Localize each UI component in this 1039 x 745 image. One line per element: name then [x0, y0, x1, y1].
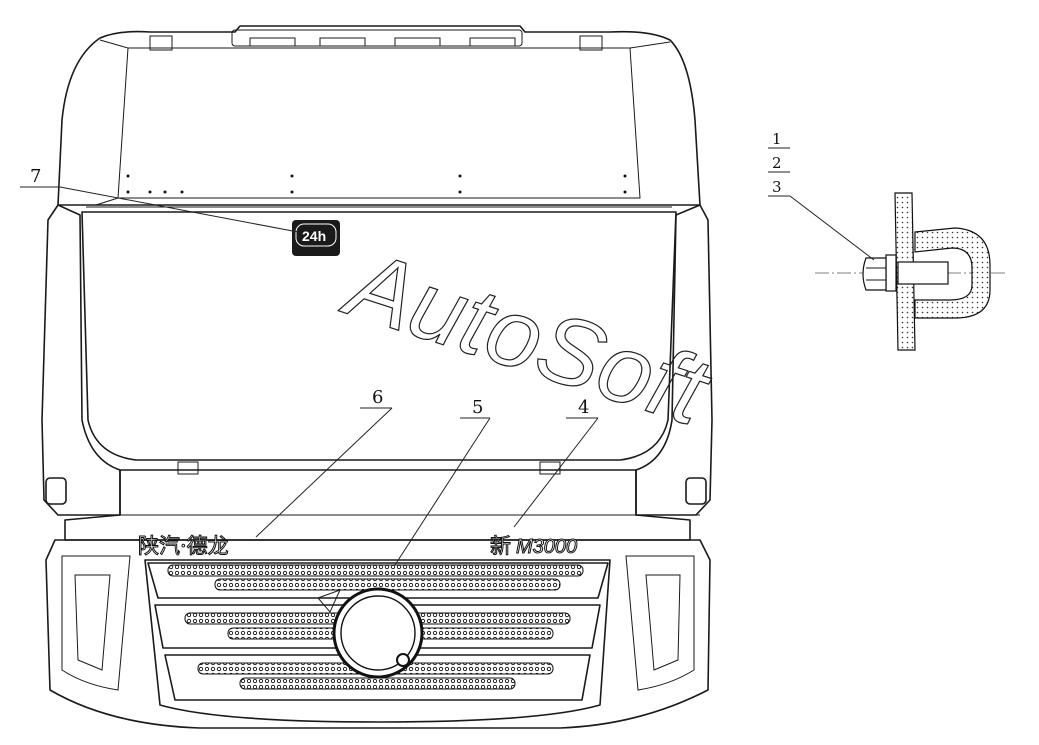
fastener-detail-view [815, 192, 1005, 351]
cab-front-view: 陕汽·德龙 新 M3000 [41, 25, 713, 729]
callout-6: 6 [372, 387, 383, 408]
badge-text: 24h [302, 228, 326, 244]
callout-5: 5 [472, 397, 483, 418]
callout-2: 2 [772, 154, 782, 172]
front-emblem [317, 587, 424, 679]
front-panel [64, 469, 691, 541]
watermark: AutoSoft [331, 229, 722, 447]
grille-surround [144, 559, 611, 723]
callout-leaders [20, 186, 599, 566]
detail-callout-stack [768, 147, 875, 261]
left-a-pillar [41, 204, 121, 516]
brand-name-chinese: 陕汽·德龙 [138, 534, 229, 558]
service-24h-badge: 24h [292, 220, 340, 256]
callout-3: 3 [772, 178, 782, 196]
callout-1: 1 [772, 130, 782, 148]
lower-front-body [45, 539, 711, 729]
grille-bar-top [147, 562, 609, 599]
model-name: M3000 [516, 536, 577, 558]
cab-roof-outline [57, 25, 701, 206]
right-a-pillar [635, 204, 713, 516]
windshield [81, 211, 677, 461]
roof-panel-inner [117, 47, 641, 199]
callout-4: 4 [578, 397, 589, 418]
callout-7: 7 [30, 166, 41, 187]
model-prefix: 新 [490, 534, 511, 558]
